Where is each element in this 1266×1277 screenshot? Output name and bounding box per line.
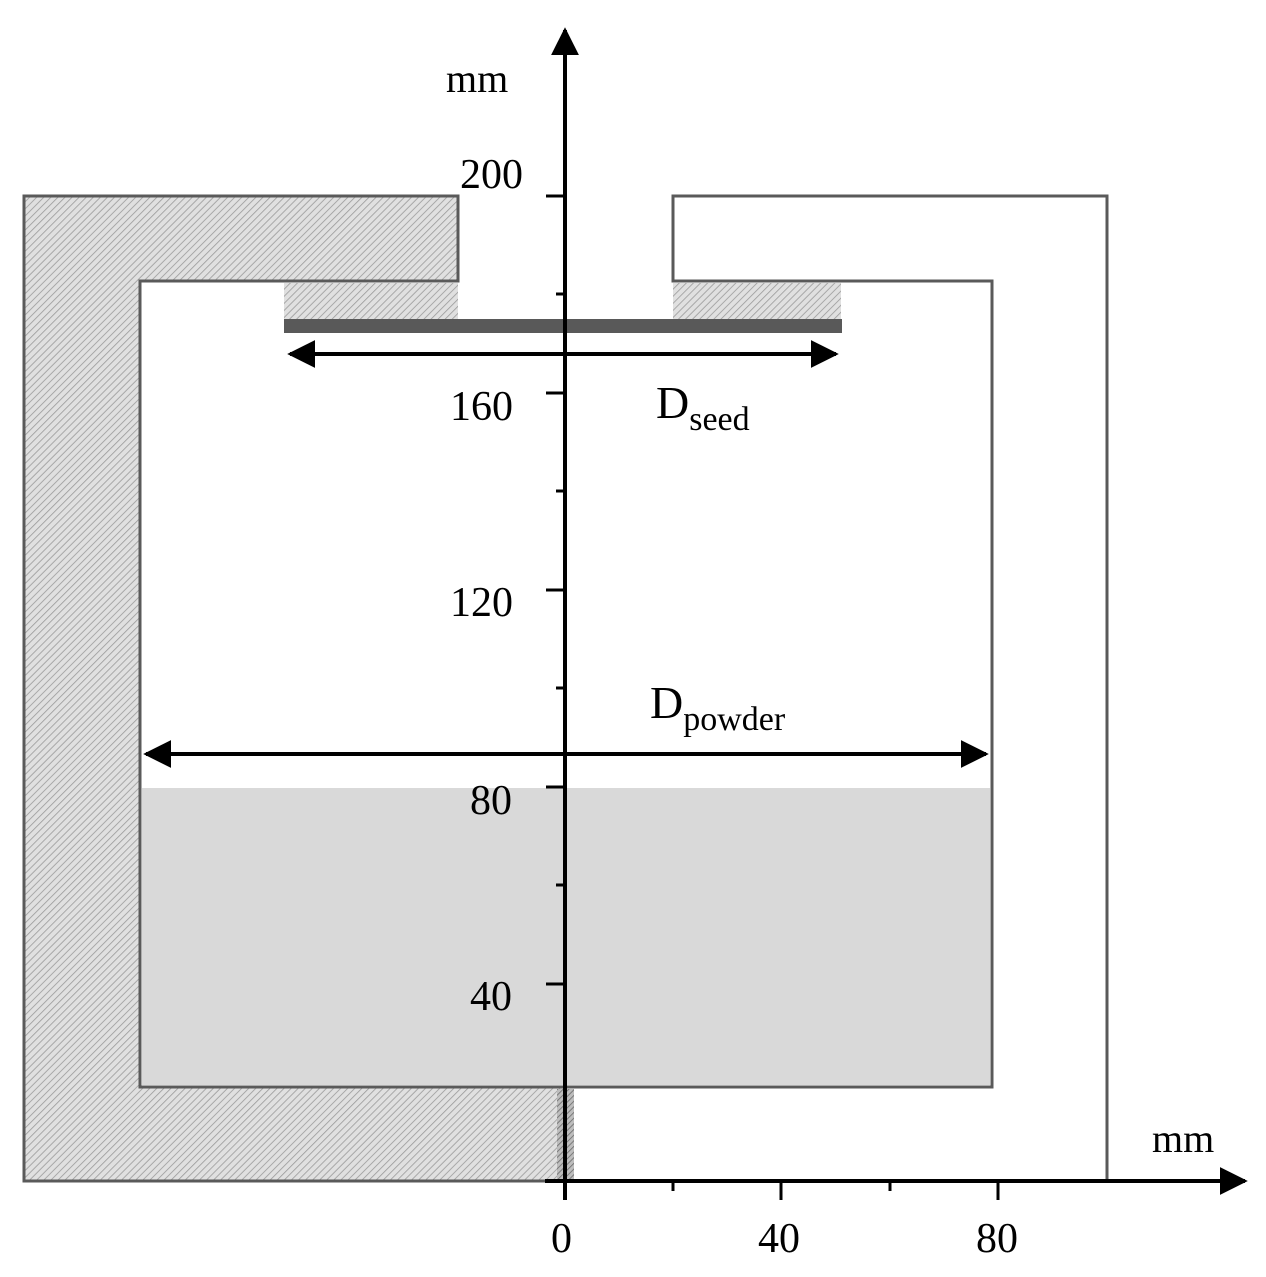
x-axis-ticks xyxy=(563,1181,1000,1200)
lid-block-left xyxy=(284,283,458,319)
x-axis-unit: mm xyxy=(1152,1116,1214,1161)
y-tick-label-120: 120 xyxy=(450,580,513,626)
x-tick-label-40: 40 xyxy=(758,1216,800,1262)
y-tick-label-80: 80 xyxy=(470,778,512,824)
y-tick-label-160: 160 xyxy=(450,384,513,430)
crucible-left-wall xyxy=(22,194,567,1183)
seed-dimension-label: Dseed xyxy=(656,377,750,438)
lid-block-right xyxy=(673,283,841,319)
powder-dimension-label: Dpowder xyxy=(650,677,786,738)
y-axis-unit: mm xyxy=(446,56,508,101)
y-tick-label-200: 200 xyxy=(460,152,523,198)
y-axis-ticks xyxy=(546,194,565,986)
x-tick-label-80: 80 xyxy=(976,1216,1018,1262)
y-tick-label-40: 40 xyxy=(470,974,512,1020)
x-tick-label-0: 0 xyxy=(551,1216,572,1262)
